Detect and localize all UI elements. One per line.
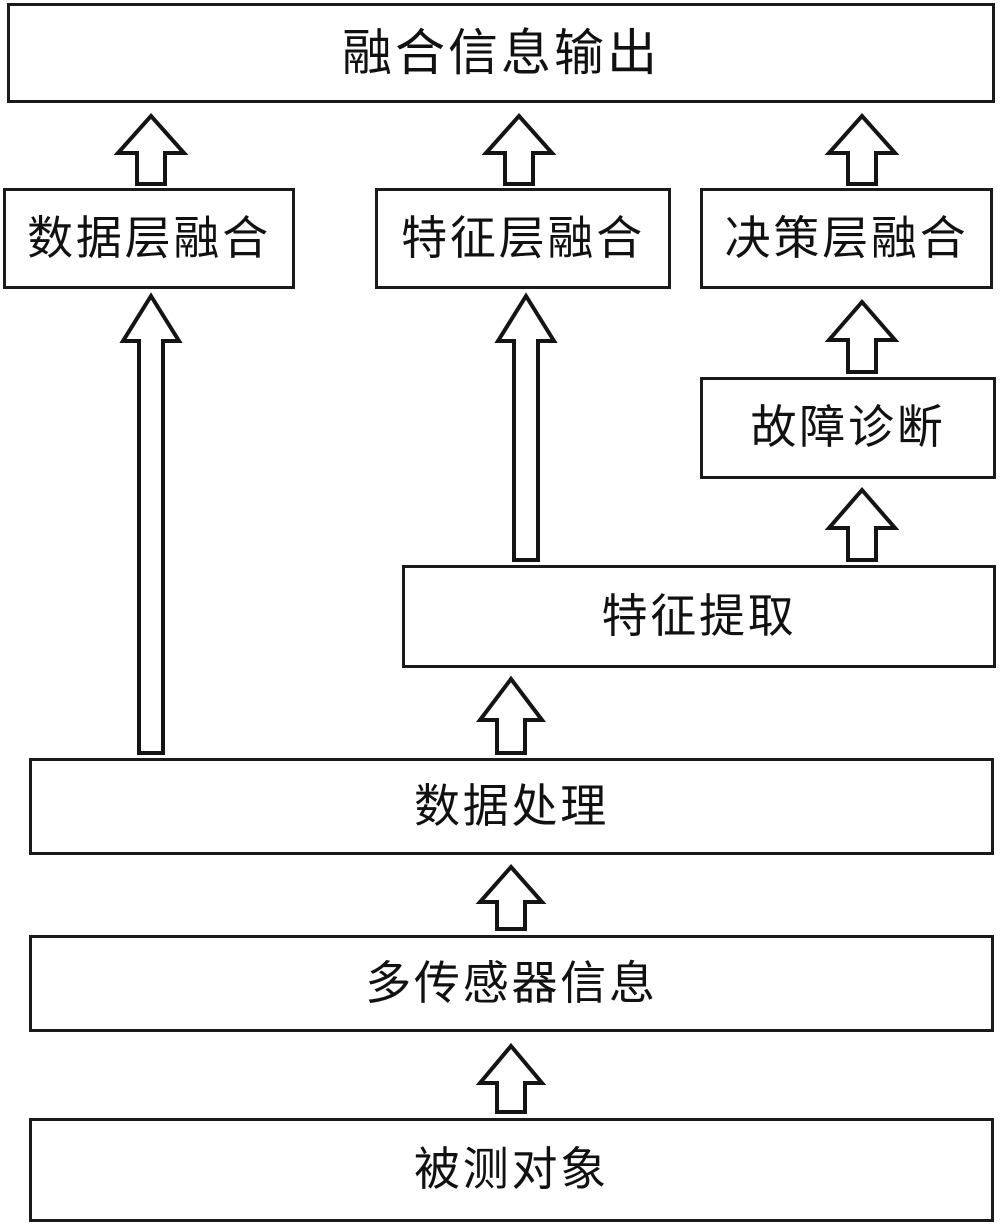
arrow-up-data-process-to-feature-extract (475, 675, 547, 756)
arrow-up-long-data-process-to-data-layer (116, 292, 186, 756)
arrow-up-long-feature-extract-to-feature-layer (491, 292, 561, 563)
node-fusion-information-output: 融合信息输出 (7, 3, 995, 103)
node-label-multisensor-information: 多传感器信息 (365, 957, 658, 1009)
arrow-up-feature-layer-to-output (481, 112, 557, 187)
arrow-up-feature-extract-to-fault (824, 486, 900, 563)
arrow-up-multisensor-to-data-process (475, 863, 547, 932)
node-multisensor-information: 多传感器信息 (29, 935, 994, 1032)
node-data-processing: 数据处理 (29, 758, 994, 855)
node-label-fusion-information-output: 融合信息输出 (342, 25, 660, 81)
node-label-data-processing: 数据处理 (413, 780, 610, 832)
node-data-layer-fusion: 数据层融合 (3, 188, 295, 289)
node-label-data-layer-fusion: 数据层融合 (27, 212, 271, 264)
arrow-up-object-to-multisensor (475, 1042, 547, 1115)
node-label-feature-extraction: 特征提取 (601, 590, 797, 642)
node-fault-diagnosis: 故障诊断 (700, 377, 996, 479)
arrow-up-decision-layer-to-output (824, 112, 900, 187)
node-feature-extraction: 特征提取 (402, 565, 996, 668)
node-label-object-under-test: 被测对象 (413, 1144, 610, 1195)
arrow-up-fault-to-decision-layer (824, 298, 900, 375)
node-object-under-test: 被测对象 (29, 1118, 994, 1222)
node-decision-layer-fusion: 决策层融合 (700, 188, 993, 289)
arrow-up-data-layer-to-output (113, 112, 189, 187)
node-label-feature-layer-fusion: 特征层融合 (401, 212, 645, 264)
node-label-decision-layer-fusion: 决策层融合 (724, 212, 969, 264)
node-label-fault-diagnosis: 故障诊断 (750, 402, 946, 453)
node-feature-layer-fusion: 特征层融合 (375, 188, 671, 289)
